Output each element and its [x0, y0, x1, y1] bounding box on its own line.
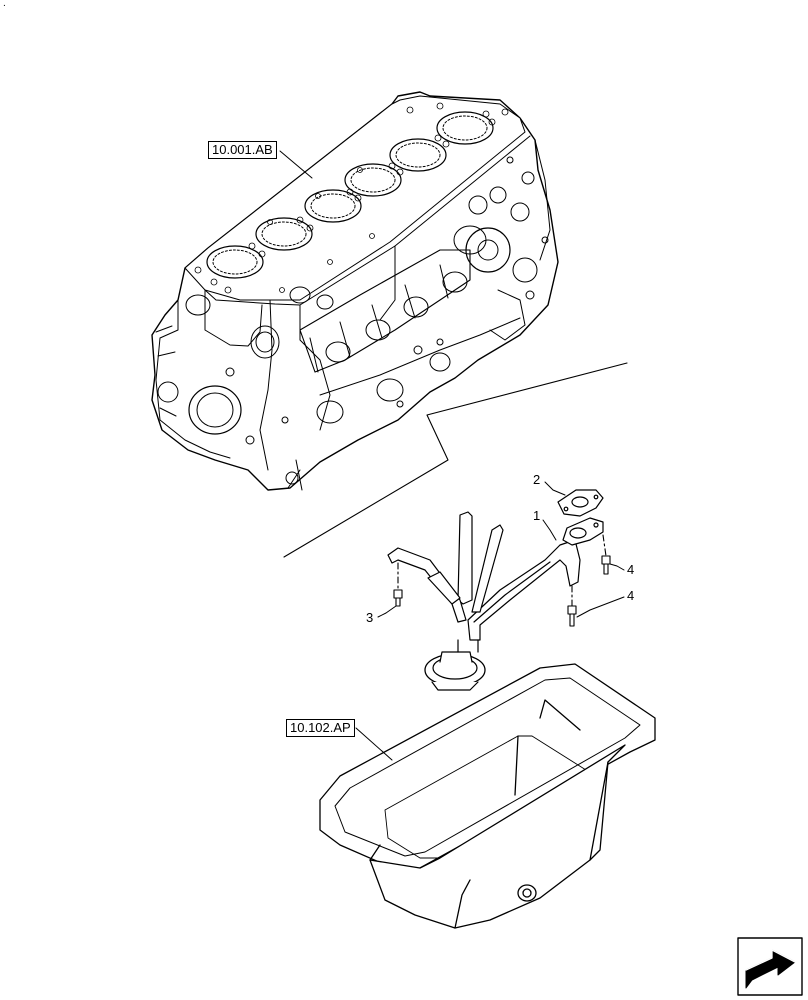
- leader-engine-block: [279, 150, 313, 179]
- callout-item-2: 2: [533, 472, 541, 487]
- oil-suction-tube: [387, 511, 604, 691]
- next-page-arrow-icon[interactable]: [737, 937, 803, 996]
- leader-item-3: [377, 605, 397, 618]
- bolt-item-4-upper: [601, 534, 611, 575]
- bolt-item-4-lower: [567, 585, 577, 627]
- callout-item-4-upper: 4: [627, 562, 635, 577]
- callout-item-3: 3: [366, 610, 374, 625]
- leader-item-4-upper: [609, 563, 625, 571]
- callout-item-4-lower: 4: [627, 588, 635, 603]
- engine-block-illustration: [151, 91, 559, 491]
- leader-item-2: [544, 481, 566, 496]
- leader-item-1: [542, 519, 557, 541]
- reference-engine-block[interactable]: 10.001.AB: [208, 141, 277, 159]
- leader-oil-pan: [355, 727, 393, 761]
- callout-item-1: 1: [533, 508, 541, 523]
- bolt-item-3: [393, 562, 403, 607]
- leader-item-4-lower: [576, 596, 625, 618]
- flange-gasket: [557, 489, 604, 517]
- view-break-line: [283, 362, 628, 558]
- oil-pan-illustration: [319, 663, 656, 929]
- reference-oil-pan[interactable]: 10.102.AP: [286, 719, 355, 737]
- corner-mark: .: [3, 0, 6, 9]
